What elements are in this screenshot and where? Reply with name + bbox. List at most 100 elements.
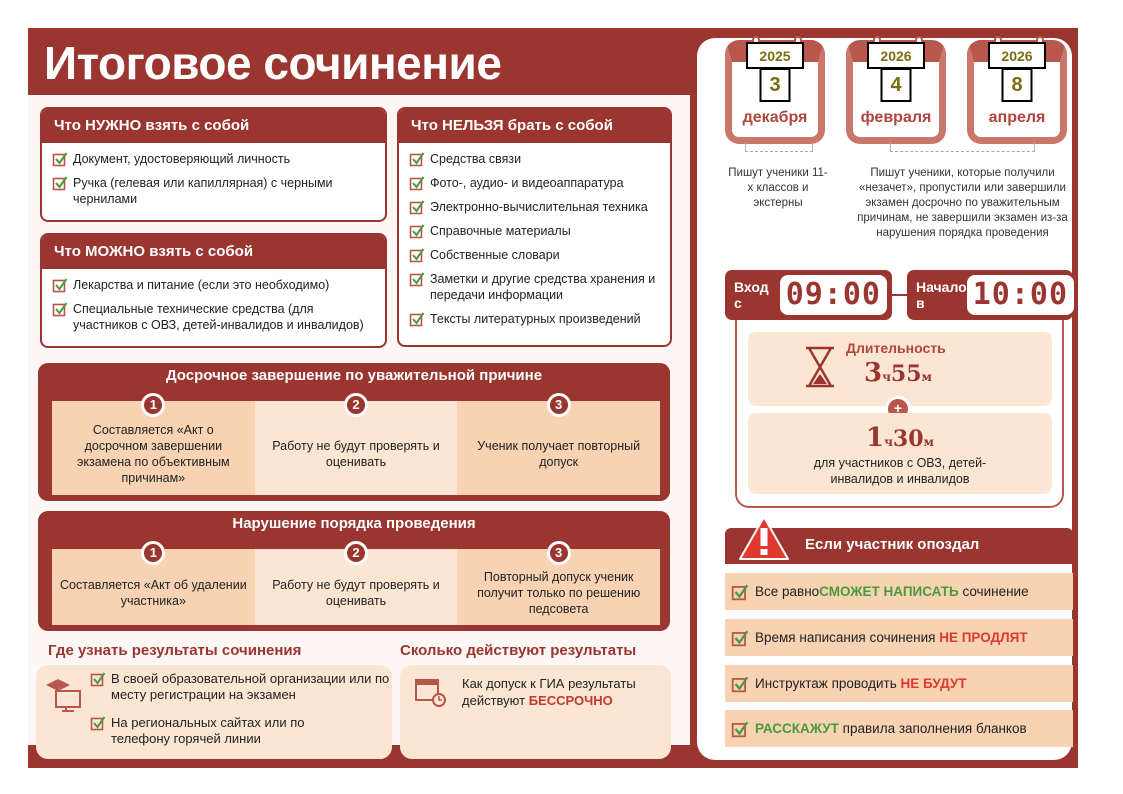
item-text: Документ, удостоверяющий личность [73,152,291,166]
step-text: Составляется «Акт о досрочном завершении… [77,423,230,485]
warning-icon [739,516,789,560]
bracket [890,142,1035,152]
extra-duration-note: для участников с ОВЗ, детей-инвалидов и … [813,456,987,486]
checkbox-icon [409,271,425,287]
text: Время написания сочинения [755,630,940,645]
checkbox-icon [409,175,425,191]
list-item: Средства связи [409,151,662,167]
late-row: Время написания сочинения НЕ ПРОДЛЯТ [725,619,1073,656]
may-title: Что МОЖНО взять с собой [42,235,385,269]
results-where-box: В своей образовательной организации или … [36,665,392,759]
item-text: В своей образовательной организации или … [111,671,390,702]
checkbox-icon [409,311,425,327]
step-text: Работу не будут проверять и оценивать [272,439,440,469]
item-text: На региональных сайтах или по телефону г… [111,715,305,746]
minutes: 30 [892,426,924,452]
list-item: В своей образовательной организации или … [90,671,390,703]
late-row: Инструктаж проводить НЕ БУДУТ [725,665,1073,702]
duration-container [735,318,1064,508]
emphasis: БЕССРОЧНО [528,693,613,708]
list-item: Собственные словари [409,247,662,263]
late-row: Все равно СМОЖЕТ НАПИСАТЬ сочинение [725,573,1073,610]
date-year: 2026 [988,42,1046,69]
early-finish-section: Досрочное завершение по уважительной при… [38,363,670,501]
item-text: Собственные словари [430,248,560,262]
date-day: 8 [1001,68,1033,102]
duration-value: 3ч55м [864,358,932,388]
start-value: 10:00 [966,275,1075,315]
text: сочинение [958,584,1029,599]
item-text: Электронно-вычислительная техника [430,200,648,214]
step-number: 2 [344,393,368,417]
checkbox-icon [52,277,68,293]
duration-label: Длительность [846,340,946,356]
step-number: 3 [546,393,571,417]
list-item: Заметки и другие средства хранения и пер… [409,271,662,303]
hourglass-icon [806,346,834,388]
checkbox-icon [52,175,68,191]
step-number: 3 [546,541,571,565]
graduation-computer-icon [46,679,81,712]
text: Инструктаж проводить [755,676,901,691]
step-text: Составляется «Акт об удалении участника» [60,578,247,608]
checkbox-icon [409,151,425,167]
list-item: Фото-, аудио- и видеоаппаратура [409,175,662,191]
emphasis: РАССКАЖУТ [755,721,839,736]
checkbox-icon [90,671,106,687]
emphasis: СМОЖЕТ НАПИСАТЬ [819,584,959,599]
late-title: Если участник опоздал [805,536,980,553]
late-row: РАССКАЖУТ правила заполнения бланков [725,710,1073,747]
page-title: Итоговое сочинение [44,37,502,89]
date-month: апреля [988,109,1046,126]
item-text: Средства связи [430,152,522,166]
checkbox-icon [409,247,425,263]
minutes: 55 [890,361,922,387]
extra-duration-value: 1ч30м [748,423,1052,453]
checkbox-icon [409,199,425,215]
date-year: 2025 [746,42,804,69]
text: Как допуск к ГИА результаты действуют [462,676,636,708]
checkbox-icon [731,583,749,601]
step-text: Повторный допуск ученик получит только п… [477,570,641,616]
start-label: Начало в [916,279,967,311]
checkbox-icon [731,675,749,693]
date-month: февраля [860,109,932,126]
text: Все равно [755,584,820,599]
minutes-unit: м [921,370,932,384]
item-text: Специальные технические средства (для уч… [73,302,364,332]
bracket [745,142,813,152]
checkbox-icon [409,223,425,239]
list-item: Электронно-вычислительная техника [409,199,662,215]
step-number: 1 [141,541,166,565]
duration-box: Длительность 3ч55м [748,332,1052,406]
checkbox-icon [731,720,749,738]
checkbox-icon [90,715,106,731]
step-text: Ученик получает повторный допуск [477,439,641,469]
item-text: Тексты литературных произведений [430,312,641,326]
step-text: Работу не будут проверять и оценивать [272,578,440,608]
item-text: Заметки и другие средства хранения и пер… [430,272,656,302]
calendar-clock-icon [415,679,446,707]
text: правила заполнения бланков [838,721,1027,736]
list-item: Специальные технические средства (для уч… [52,301,377,333]
list-item: На региональных сайтах или по телефону г… [90,715,310,747]
need-box: Что НУЖНО взять с собой Документ, удосто… [40,107,387,222]
list-item: Ручка (гелевая или капиллярная) с черным… [52,175,377,207]
list-item: Тексты литературных произведений [409,311,662,327]
early-finish-title: Досрочное завершение по уважительной при… [165,367,543,384]
emphasis: НЕ БУДУТ [900,676,967,691]
forbidden-box: Что НЕЛЬЗЯ брать с собой Средства связи … [397,107,672,347]
results-valid-box: Как допуск к ГИА результаты действуют БЕ… [400,665,671,759]
date-note: Пишут ученики, которые получили «незачет… [857,167,1068,239]
checkbox-icon [52,151,68,167]
date-month: декабря [742,109,808,126]
minutes-unit: м [923,435,934,449]
need-title: Что НУЖНО взять с собой [42,109,385,143]
date-note: Пишут ученики 11-х классов и экстерны [728,167,828,209]
